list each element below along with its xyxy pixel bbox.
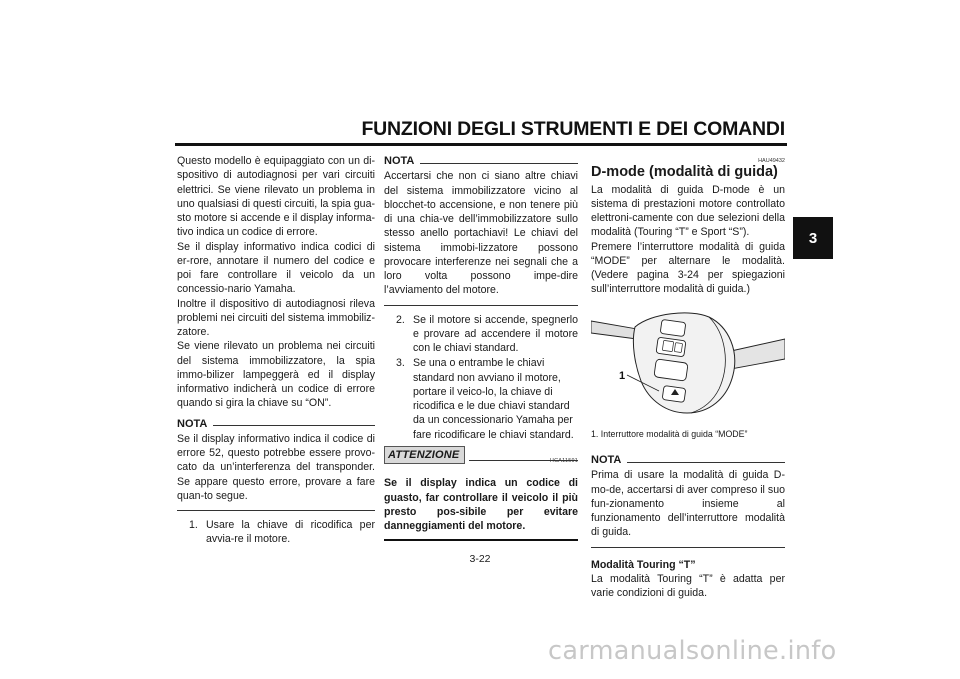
paragraph: Premere l’interruttore modalità di guida… [591, 240, 785, 296]
paragraph: La modalità Touring “T” è adatta per var… [591, 572, 785, 599]
switch-button-lower [653, 358, 689, 381]
section-title: D-mode (modalità di guida) [591, 164, 778, 181]
list-text: Se una o entrambe le chiavi standard non… [413, 357, 574, 441]
nota-label: NOTA [591, 454, 622, 466]
paragraph: Se il display informativo indica codici … [177, 240, 375, 296]
nota-end-rule [384, 304, 578, 306]
mode-button-arrow [671, 388, 679, 395]
attenzione-heading: ATTENZIONE [384, 445, 578, 464]
list-item: 3. Se una o entrambe le chiavi standard … [384, 356, 578, 442]
paragraph: La modalità di guida D-mode è un sistema… [591, 183, 785, 239]
switch-key-right [674, 341, 683, 353]
nota-end-rule [591, 546, 785, 548]
nota-heading: NOTA [591, 453, 785, 467]
paragraph: Se viene rilevato un problema nei circui… [177, 340, 375, 410]
nota-rule [213, 425, 375, 427]
nota-label: NOTA [384, 155, 415, 167]
section-code: HAU49432 [758, 158, 785, 164]
attenzione-text: Se il display indica un codice di guasto… [384, 477, 578, 532]
nota-rule [627, 461, 785, 463]
column-2: NOTA Accertarsi che non ci siano altre c… [384, 154, 578, 542]
column-1: Questo modello è equipaggiato con un di-… [177, 154, 375, 548]
nota-end-rule [177, 510, 375, 511]
attenzione-code: HCA11591 [549, 458, 578, 464]
list-number: 2. [396, 313, 405, 326]
attenzione-end-rule [384, 539, 578, 542]
header-rule [175, 143, 787, 146]
list-number: 3. [396, 357, 405, 370]
paragraph: Questo modello è equipaggiato con un di-… [177, 155, 375, 239]
subheading: Modalità Touring “T” [591, 558, 696, 571]
list-item: 1. Usare la chiave di ricodifica per avv… [177, 518, 375, 547]
column-3: HAU49432 D-mode (modalità di guida) La m… [590, 154, 786, 600]
nota-heading: NOTA [384, 154, 578, 168]
nota-text: Prima di usare la modalità di guida D-mo… [591, 469, 785, 539]
handlebar-switch-figure: 1 [590, 302, 786, 421]
switch-button-top [660, 318, 686, 337]
figure-caption: 1. Interruttore modalità di guida “MODE” [591, 428, 748, 439]
nota-text: Accertarsi che non ci siano altre chiavi… [384, 170, 578, 297]
attenzione-rule [469, 460, 578, 462]
list-item: 2. Se il motore si accende, spegnerlo e … [384, 313, 578, 356]
attenzione-badge: ATTENZIONE [384, 445, 466, 464]
page-number: 3-22 [469, 553, 491, 565]
page-header-title: FUNZIONI DEGLI STRUMENTI E DEI COMANDI [361, 118, 785, 140]
nota-text: Se il display informativo indica il codi… [177, 432, 375, 502]
nota-label: NOTA [177, 417, 208, 430]
list-number: 1. [189, 519, 198, 531]
housing-edge [690, 316, 726, 413]
nota-rule [420, 162, 578, 164]
switch-key-left [662, 339, 674, 352]
chapter-tab: 3 [793, 217, 833, 259]
callout-number: 1 [619, 370, 625, 382]
nota-heading: NOTA [177, 417, 375, 431]
watermark: carmanualsonline.info [548, 636, 837, 666]
list-text: Usare la chiave di ricodifica per avvia-… [206, 519, 375, 546]
callout-line [626, 374, 660, 391]
list-text: Se il motore si accende, spegnerlo e pro… [413, 313, 578, 355]
paragraph: Inoltre il dispositivo di autodiagnosi r… [177, 297, 375, 339]
